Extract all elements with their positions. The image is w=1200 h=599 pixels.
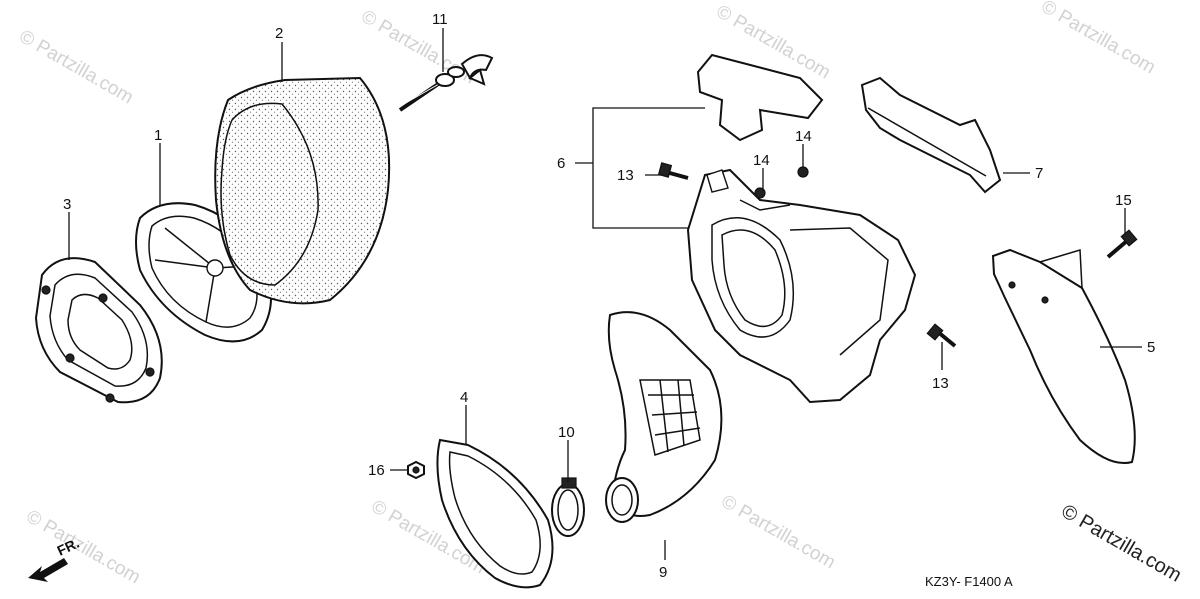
part-label: 4 xyxy=(460,389,468,406)
part-3-cover-plate xyxy=(34,257,163,404)
part-7-bracket xyxy=(860,76,1002,194)
part-10-clamp xyxy=(551,477,585,537)
part-4-gasket xyxy=(436,438,554,589)
watermark: © Partzilla.com xyxy=(1038,0,1159,78)
part-15-bolt xyxy=(1106,229,1138,259)
part-label: 14 xyxy=(753,152,770,169)
part-5-deflector xyxy=(991,248,1136,464)
part-2-air-filter xyxy=(214,76,391,305)
part-label: 7 xyxy=(1035,165,1043,182)
part-label: 3 xyxy=(63,196,71,213)
air-cleaner-case xyxy=(686,166,917,404)
part-label: 11 xyxy=(432,11,448,28)
part-labels: 1 2 3 4 5 6 7 9 10 11 13 13 14 14 15 16 xyxy=(63,11,1155,581)
part-16-nut xyxy=(407,460,425,480)
part-label: 14 xyxy=(795,128,812,145)
part-6-plate xyxy=(575,53,824,229)
part-label: 1 xyxy=(154,127,162,144)
part-label: 6 xyxy=(557,155,565,172)
part-label: 9 xyxy=(659,564,667,581)
part-label: 13 xyxy=(932,375,949,392)
leader-lines xyxy=(68,28,1142,560)
part-11-wing-bolt xyxy=(398,54,494,112)
watermark: © Partzilla.com xyxy=(718,491,839,573)
part-9-connecting-tube xyxy=(605,311,723,523)
part-label: 15 xyxy=(1115,192,1132,209)
part-13-bolt xyxy=(926,323,957,348)
copyright-label: © Partzilla.com xyxy=(1058,500,1186,586)
part-label: 13 xyxy=(617,167,634,184)
part-label: 10 xyxy=(558,424,575,441)
diagram-code: KZ3Y- F1400 A xyxy=(925,574,1013,589)
part-13-bolt xyxy=(657,162,689,180)
watermark: © Partzilla.com xyxy=(16,26,137,108)
part-label: 16 xyxy=(368,462,385,479)
part-label: 2 xyxy=(275,25,283,42)
part-label: 5 xyxy=(1147,339,1155,356)
